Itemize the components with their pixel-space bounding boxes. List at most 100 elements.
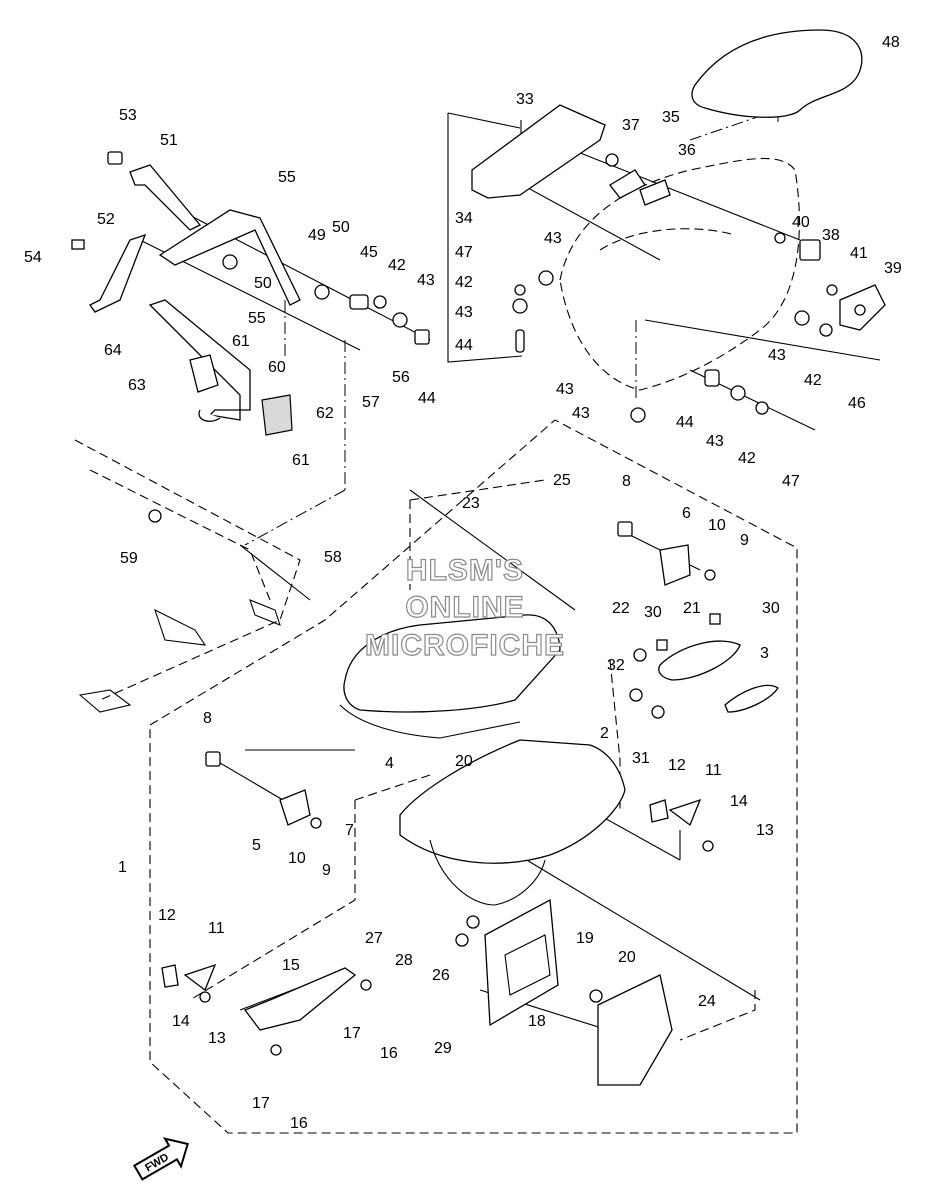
callout-11-b: 11: [208, 920, 225, 937]
callout-15: 15: [282, 957, 300, 974]
bracket-35: [609, 169, 671, 206]
callout-4: 4: [385, 755, 394, 772]
watermark: HLSM'S ONLINE MICROFICHE: [364, 553, 565, 662]
callout-54: 54: [24, 249, 42, 266]
callout-14-a: 14: [730, 793, 748, 810]
callout-49: 49: [308, 227, 326, 244]
callout-labels: 1 2 3 4 5 6 7 8 8 9 9 10 10 11 11 12 12 …: [24, 34, 902, 1132]
callout-38: 38: [822, 227, 840, 244]
callout-22: 22: [612, 600, 630, 617]
callout-44-b: 44: [455, 337, 473, 354]
bracket-33: [471, 104, 606, 199]
callout-51: 51: [160, 132, 178, 149]
watermark-line-2: ONLINE: [405, 591, 524, 624]
callout-24: 24: [698, 993, 716, 1010]
callout-9-b: 9: [322, 862, 331, 879]
callout-57: 57: [362, 394, 380, 411]
callout-45: 45: [360, 244, 378, 261]
callout-10-b: 10: [288, 850, 306, 867]
callout-43-g: 43: [556, 381, 574, 398]
callout-62: 62: [316, 405, 334, 422]
plate-26: [484, 898, 559, 1027]
callout-14-b: 14: [172, 1013, 190, 1030]
forward-arrow-icon: FWD: [132, 1137, 189, 1181]
callout-36: 36: [678, 142, 696, 159]
callout-8-b: 8: [203, 710, 212, 727]
callout-42-b: 42: [455, 274, 473, 291]
saddlebag-cover-48: [691, 29, 863, 118]
callout-6: 6: [682, 505, 691, 522]
callout-59: 59: [120, 550, 138, 567]
bracket-24: [597, 974, 673, 1086]
callout-20-a: 20: [455, 753, 473, 770]
bracket-39: [839, 284, 886, 331]
callout-34: 34: [455, 210, 473, 227]
saddlebag-lid-assembly: [339, 614, 561, 739]
callout-10-a: 10: [708, 517, 726, 534]
hardware: [71, 151, 838, 1056]
callout-1: 1: [118, 859, 127, 876]
callout-11-a: 11: [705, 762, 722, 779]
callout-26: 26: [432, 967, 450, 984]
bracket-51: [129, 164, 202, 231]
callout-55-a: 55: [278, 169, 296, 186]
bracket-52: [89, 233, 147, 313]
callout-60: 60: [268, 359, 286, 376]
callout-55-b: 55: [248, 310, 266, 327]
callout-43-f: 43: [706, 433, 724, 450]
rear-frame-tubes: [74, 439, 301, 713]
callout-43-e: 43: [572, 405, 590, 422]
callout-56: 56: [392, 369, 410, 386]
saddlebag-case-2: [399, 739, 626, 906]
callout-61-b: 61: [292, 452, 310, 469]
callout-52: 52: [97, 211, 115, 228]
callout-53: 53: [119, 107, 137, 124]
callout-17-a: 17: [343, 1025, 361, 1042]
callout-25: 25: [553, 472, 571, 489]
callout-63: 63: [128, 377, 146, 394]
callout-47-a: 47: [455, 244, 473, 261]
callout-16-a: 16: [380, 1045, 398, 1062]
callout-43-b: 43: [544, 230, 562, 247]
callout-40: 40: [792, 214, 810, 231]
callout-19: 19: [576, 930, 594, 947]
callout-35: 35: [662, 109, 680, 126]
seat-stay-bracket-49: [158, 209, 301, 306]
callout-39: 39: [884, 260, 902, 277]
callout-27: 27: [365, 930, 383, 947]
reflector-62: [261, 394, 293, 436]
callout-42-d: 42: [738, 450, 756, 467]
callout-42-c: 42: [804, 372, 822, 389]
callout-16-b: 16: [290, 1115, 308, 1132]
callout-13-b: 13: [208, 1030, 226, 1047]
callout-47-b: 47: [782, 473, 800, 490]
callout-29: 29: [434, 1040, 452, 1057]
callout-18: 18: [528, 1013, 546, 1030]
callout-50-a: 50: [332, 219, 350, 236]
callout-30-a: 30: [644, 604, 662, 621]
callout-42-a: 42: [388, 257, 406, 274]
callout-43-c: 43: [455, 304, 473, 321]
watermark-line-1: HLSM'S: [406, 554, 524, 587]
callout-43-d: 43: [768, 347, 786, 364]
callout-30-b: 30: [762, 600, 780, 617]
watermark-line-3: MICROFICHE: [365, 629, 565, 662]
callout-44-c: 44: [676, 414, 694, 431]
callout-64: 64: [104, 342, 122, 359]
callout-44-a: 44: [418, 390, 436, 407]
callout-33: 33: [516, 91, 534, 108]
callout-3: 3: [760, 645, 769, 662]
plate-21: [658, 640, 741, 681]
callout-46: 46: [848, 395, 866, 412]
callout-23: 23: [462, 495, 480, 512]
callout-2: 2: [600, 725, 609, 742]
callout-9-a: 9: [740, 532, 749, 549]
callout-12-a: 12: [668, 757, 686, 774]
callout-31: 31: [632, 750, 650, 767]
callout-41: 41: [850, 245, 868, 262]
callout-17-b: 17: [252, 1095, 270, 1112]
callout-13-a: 13: [756, 822, 774, 839]
pad-3: [724, 684, 779, 713]
callout-8-a: 8: [622, 473, 631, 490]
